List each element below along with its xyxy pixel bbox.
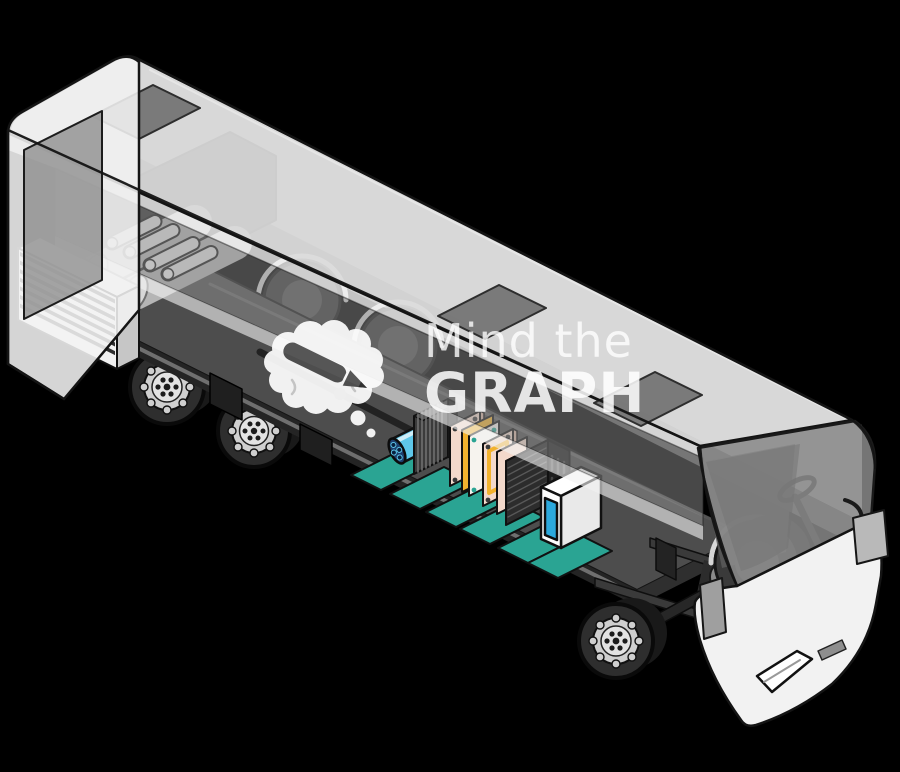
windshield-shade — [706, 444, 800, 571]
side-sill-strip — [55, 236, 703, 540]
box-blue-panel — [543, 496, 559, 542]
outline-strokes — [6, 58, 877, 588]
front-wheel — [577, 598, 667, 680]
bracket — [655, 537, 677, 581]
front-nose — [693, 518, 883, 728]
driveshaft-joint — [334, 388, 346, 400]
suspension-bracket — [299, 423, 333, 467]
roof-hatch — [593, 371, 703, 427]
bus-front — [693, 419, 889, 728]
license-plate — [817, 639, 847, 661]
converter-box — [539, 465, 603, 550]
suspension-bracket — [209, 372, 243, 421]
left-mirror — [699, 577, 727, 640]
roof-hatch — [437, 284, 547, 340]
headlight-line — [763, 659, 801, 683]
roof-inset-line — [149, 69, 846, 419]
bus-shell — [6, 55, 889, 728]
side-mirror — [852, 509, 889, 565]
